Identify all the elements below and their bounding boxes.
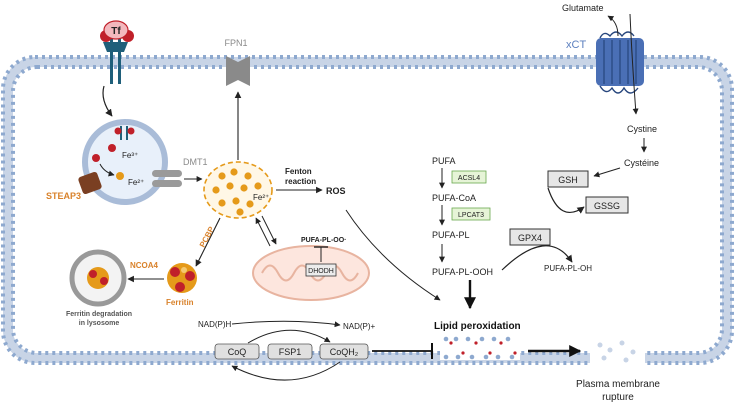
arrow-ooh-to-oh [501, 245, 573, 271]
pufa-pl-oo-label: PUFA-PL-OO· [301, 237, 347, 244]
fe3-label: Fe³⁺ [122, 151, 138, 160]
arrow-pool-to-ferritin [195, 217, 221, 267]
dhodh-label: DHODH [308, 268, 334, 275]
arrow-coq-to-coqh2 [247, 329, 331, 344]
lipid-peroxidation-label: Lipid peroxidation [434, 321, 521, 332]
glutamate-label: Glutamate [562, 3, 604, 13]
coq-box [214, 343, 260, 360]
arrow-ros-to-lipid-peroxidation [345, 209, 441, 301]
pufa-pl-ooh-label: PUFA-PL-OOH [432, 267, 493, 277]
peroxidized-membrane [440, 336, 520, 360]
acsl4-label: ACSL4 [458, 175, 480, 182]
fe2-pool-label: Fe²⁺ [253, 193, 269, 202]
pufa-pl-oh-label: PUFA-PL-OH [544, 264, 592, 273]
membrane-rupture-fragments [597, 340, 636, 363]
fpn1-label: FPN1 [224, 38, 247, 48]
pufa-coa-label: PUFA-CoA [432, 193, 476, 203]
membrane-rupture-gap [590, 330, 645, 370]
gpx4-label: GPX4 [518, 233, 542, 243]
pufa-pl-label: PUFA-PL [432, 230, 470, 240]
gssg-label: GSSG [594, 201, 620, 211]
arrow-nadph-to-nadp [231, 320, 341, 328]
nadp-label: NAD(P)+ [343, 322, 376, 331]
gsh-box [547, 170, 589, 188]
gssg-box [585, 196, 629, 214]
pufa-label: PUFA [432, 156, 456, 166]
fenton-label-line2: reaction [285, 177, 316, 186]
plasma-membrane-label-line1: Plasma membrane [576, 379, 660, 390]
steap3: STEAP3 [46, 171, 102, 201]
ferritin: Ferritin [166, 263, 197, 307]
ferritin-degradation-line2: in lysosome [79, 320, 120, 327]
transferrin-receptor: Tf [100, 20, 134, 84]
acsl4-box [451, 170, 487, 184]
endosome: Fe³⁺ Fe²⁺ [82, 119, 168, 205]
plasma-membrane-label-line2: rupture [602, 392, 634, 403]
steap3-label: STEAP3 [46, 191, 81, 201]
coq-label: CoQ [228, 347, 247, 357]
cystine-label: Cystine [627, 124, 657, 134]
mitochondrion: DHODH [252, 245, 370, 301]
gpx4-box [509, 228, 551, 246]
xct-transporter: xCT [566, 31, 644, 94]
arrow-mito-to-pool [255, 217, 271, 247]
fpn1-transporter: FPN1 [224, 38, 250, 86]
cysteine-label: Cystéine [624, 158, 659, 168]
tf-label: Tf [111, 26, 121, 37]
ferritin-label: Ferritin [166, 298, 194, 307]
fsp1-box [267, 343, 313, 360]
dmt1-transporter: DMT1 [152, 157, 208, 187]
arrow-cysteine-to-gsh [593, 167, 621, 178]
lpcat3-label: LPCAT3 [458, 212, 484, 219]
arrow-gsh-to-gssg [547, 187, 585, 214]
arrow-tf-endocytosis [102, 85, 113, 117]
arrow-glutamate-out [607, 15, 619, 37]
nadph-label: NAD(P)H [198, 320, 232, 329]
ncoa4-label: NCOA4 [130, 261, 159, 270]
coqh2-box [319, 343, 369, 360]
fenton-label-line1: Fenton [285, 167, 312, 176]
ferritin-degradation-line1: Ferritin degradation [66, 311, 132, 318]
pcbp-label: PCBP [198, 225, 217, 249]
coqh2-label: CoQH₂ [330, 347, 359, 357]
labile-iron-pool: Fe²⁺ [203, 161, 273, 219]
xct-label: xCT [566, 39, 586, 51]
arrow-cystine-in [629, 13, 639, 115]
arrow-pool-to-mito [261, 215, 277, 245]
lysosome [69, 249, 127, 307]
ros-label: ROS [326, 186, 346, 196]
dmt1-label: DMT1 [183, 157, 208, 167]
gsh-label: GSH [558, 175, 578, 185]
fsp1-label: FSP1 [279, 347, 302, 357]
lpcat3-box [451, 207, 491, 221]
fe2-endosome-label: Fe²⁺ [128, 178, 144, 187]
arrow-coqh2-to-coq [231, 361, 341, 381]
